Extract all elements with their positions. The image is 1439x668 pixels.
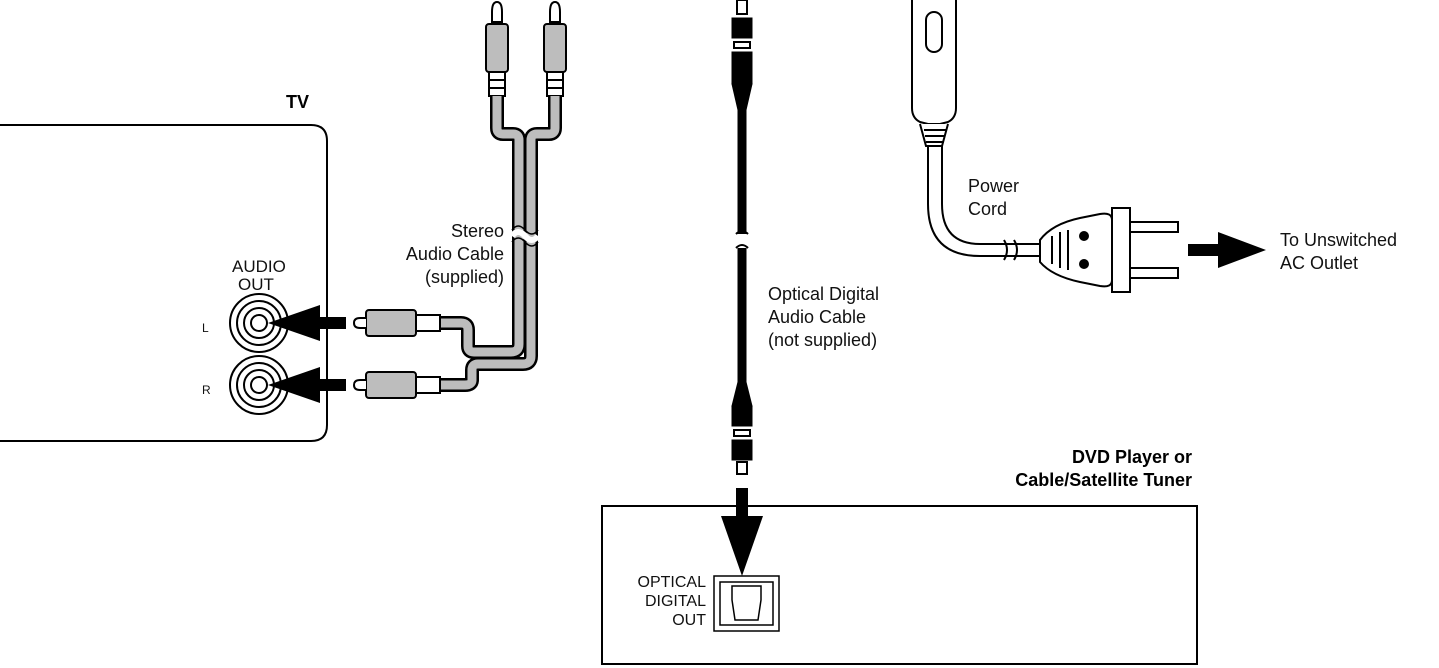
stereo-audio-cable <box>352 0 567 399</box>
rca-plug-top-left <box>485 0 509 97</box>
tv-title: TV <box>286 92 309 112</box>
source-device-panel <box>601 505 1198 665</box>
insert-arrow-down-icon <box>721 488 763 576</box>
rca-plug-top-right <box>543 0 567 97</box>
outlet-label-line2: AC Outlet <box>1280 253 1358 273</box>
insert-arrow-left-icon <box>268 305 346 341</box>
rca-plug-bottom-left <box>352 309 441 337</box>
optical-cable-label-line1: Optical Digital <box>768 284 879 304</box>
optical-cable-label-line3: (not supplied) <box>768 330 877 350</box>
source-device-title-line1: DVD Player or <box>1072 447 1192 467</box>
right-channel-label: R <box>202 383 211 397</box>
insert-arrow-right-icon <box>268 367 346 403</box>
optical-cable-label-line2: Audio Cable <box>768 307 866 327</box>
optical-port-label-line2: DIGITAL <box>645 593 706 610</box>
power-cord <box>911 0 1179 293</box>
power-cord-label-line2: Cord <box>968 199 1007 219</box>
outlet-label-line1: To Unswitched <box>1280 230 1397 250</box>
stereo-cable-label-line1: Stereo <box>451 221 504 241</box>
optical-port-label-line3: OUT <box>672 612 706 629</box>
stereo-cable-label-line3: (supplied) <box>425 267 504 287</box>
rca-plug-bottom-right <box>352 371 441 399</box>
optical-digital-cable <box>730 0 754 475</box>
optical-port-icon <box>713 575 780 632</box>
stereo-cable-label-line2: Audio Cable <box>406 244 504 264</box>
tv-panel <box>0 124 328 442</box>
source-device-title-line2: Cable/Satellite Tuner <box>1015 470 1192 490</box>
audio-out-label-line1: AUDIO <box>232 257 286 276</box>
power-cord-label-line1: Power <box>968 176 1019 196</box>
outlet-arrow-icon <box>1188 232 1266 268</box>
audio-out-label-line2: OUT <box>238 275 274 294</box>
optical-port-label-line1: OPTICAL <box>638 574 707 591</box>
left-channel-label: L <box>202 321 209 335</box>
